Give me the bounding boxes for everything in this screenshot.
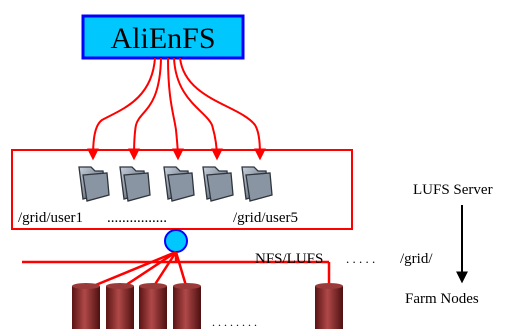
nfs-lufs-label: NFS/LUFS (255, 251, 323, 267)
folder-icon (78, 166, 110, 202)
farm-node (106, 283, 134, 329)
folder-icon (119, 166, 151, 202)
farm-node (72, 283, 100, 329)
alienfs-label: AliEnFS (110, 22, 215, 55)
farm-node (173, 283, 201, 329)
middle-dots: . . . . . (346, 251, 375, 266)
path-dots: ................ (107, 210, 167, 226)
folder-icon (202, 166, 234, 202)
alienfs-box: AliEnFS (81, 14, 245, 60)
folder-icon (163, 166, 195, 202)
farm-node (139, 283, 167, 329)
lufs-server-box (11, 149, 353, 230)
folder-icons (78, 166, 273, 202)
lufs-server-label: LUFS Server (413, 182, 493, 198)
alienfs-to-folder-arrows (87, 57, 266, 161)
folder-icon (241, 166, 273, 202)
farm-nodes (72, 283, 343, 329)
farm-nodes-label: Farm Nodes (405, 291, 479, 307)
arrow-to-folder-1 (87, 57, 156, 161)
arrow-to-folder-5 (179, 57, 266, 161)
farm-node (315, 283, 343, 329)
grid-path-label: /grid/ (400, 251, 433, 267)
nfs-node-circle (164, 229, 188, 253)
path-user5: /grid/user5 (233, 210, 298, 226)
arrow-to-folder-2 (128, 57, 162, 161)
path-user1: /grid/user1 (18, 210, 83, 226)
farm-dots: . . . . . . . . (212, 315, 257, 329)
arrow-to-folder-4 (173, 57, 223, 161)
